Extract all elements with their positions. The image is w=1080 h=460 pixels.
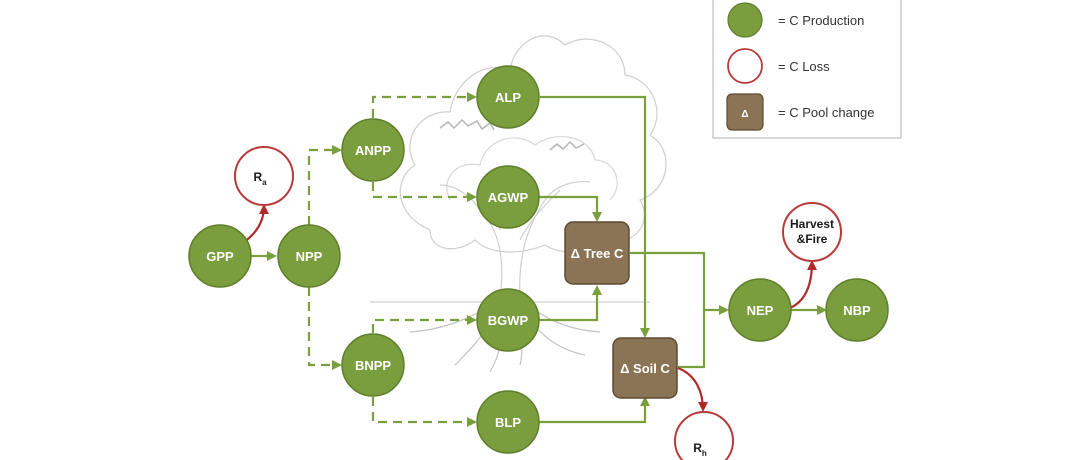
node-bgwp-label: BGWP xyxy=(488,313,529,328)
tree-canopy-outline xyxy=(399,35,667,253)
flow-bnpp-blp xyxy=(371,397,477,427)
loss-rh-sub: h xyxy=(702,449,707,458)
legend-pool-label: = C Pool change xyxy=(778,105,874,120)
svg-text:Ra: Ra xyxy=(253,170,267,187)
pool-soil-c: Δ Soil C xyxy=(612,337,678,399)
node-nbp: NBP xyxy=(825,278,889,342)
node-npp-label: NPP xyxy=(296,249,323,264)
node-agwp-label: AGWP xyxy=(488,190,529,205)
node-anpp-label: ANPP xyxy=(355,143,391,158)
flow-alp-soil xyxy=(540,95,650,338)
flow-anpp-agwp xyxy=(371,182,477,202)
node-nbp-label: NBP xyxy=(843,303,871,318)
node-blp-label: BLP xyxy=(495,415,521,430)
loss-harvest-line2: &Fire xyxy=(797,232,828,246)
node-bnpp-label: BNPP xyxy=(355,358,391,373)
tree-canopy-inner xyxy=(446,136,618,201)
pool-tree-label: Δ Tree C xyxy=(571,246,624,261)
pool-tree-c: Δ Tree C xyxy=(564,221,630,285)
legend-loss-swatch xyxy=(727,48,763,84)
flow-soil-nep xyxy=(678,310,706,369)
node-gpp-label: GPP xyxy=(206,249,234,264)
flow-anpp-alp xyxy=(371,92,477,118)
tree-foliage-dark xyxy=(439,118,495,131)
legend-pool-symbol: Δ xyxy=(741,109,748,120)
flow-npp-anpp xyxy=(307,145,342,225)
flow-agwp-tree xyxy=(539,195,602,222)
loss-ra-sub: a xyxy=(262,178,267,187)
tree-foliage-dark-2 xyxy=(549,140,585,151)
legend-loss-label: = C Loss xyxy=(778,59,830,74)
node-agwp: AGWP xyxy=(476,165,540,229)
flow-lines xyxy=(251,95,827,424)
legend-production-label: = C Production xyxy=(778,13,864,28)
flow-blp-soil xyxy=(539,396,650,424)
loss-rh: Rh xyxy=(674,411,734,460)
flow-npp-bnpp xyxy=(307,287,342,370)
node-nep-label: NEP xyxy=(747,303,774,318)
loss-ra-main: R xyxy=(253,170,262,184)
loss-harvest-line1: Harvest xyxy=(790,217,834,231)
node-bgwp: BGWP xyxy=(476,288,540,352)
flow-bgwp-tree xyxy=(539,285,602,322)
loss-harvest-fire: Harvest &Fire xyxy=(782,202,842,262)
flow-bnpp-bgwp xyxy=(371,315,477,333)
node-alp-label: ALP xyxy=(495,90,521,105)
loss-flows xyxy=(243,204,817,412)
legend: = C Production = C Loss Δ = C Pool chang… xyxy=(712,0,902,139)
node-npp: NPP xyxy=(277,224,341,288)
flow-nep-harvest xyxy=(789,260,817,310)
legend-pool-swatch xyxy=(726,93,764,131)
flow-tree-nep xyxy=(630,251,729,315)
node-gpp: GPP xyxy=(188,224,252,288)
legend-production-swatch xyxy=(727,2,763,38)
flow-gpp-ra xyxy=(243,204,269,243)
loss-rh-main: R xyxy=(693,441,702,455)
flow-soil-rh xyxy=(677,366,708,412)
pool-soil-label: Δ Soil C xyxy=(620,361,670,376)
loss-ra: Ra xyxy=(234,146,294,206)
node-anpp: ANPP xyxy=(341,118,405,182)
node-blp: BLP xyxy=(476,390,540,454)
node-alp: ALP xyxy=(476,65,540,129)
node-bnpp: BNPP xyxy=(341,333,405,397)
node-nep: NEP xyxy=(728,278,792,342)
svg-text:Rh: Rh xyxy=(693,441,707,458)
dashed-flow-lines xyxy=(307,92,477,427)
